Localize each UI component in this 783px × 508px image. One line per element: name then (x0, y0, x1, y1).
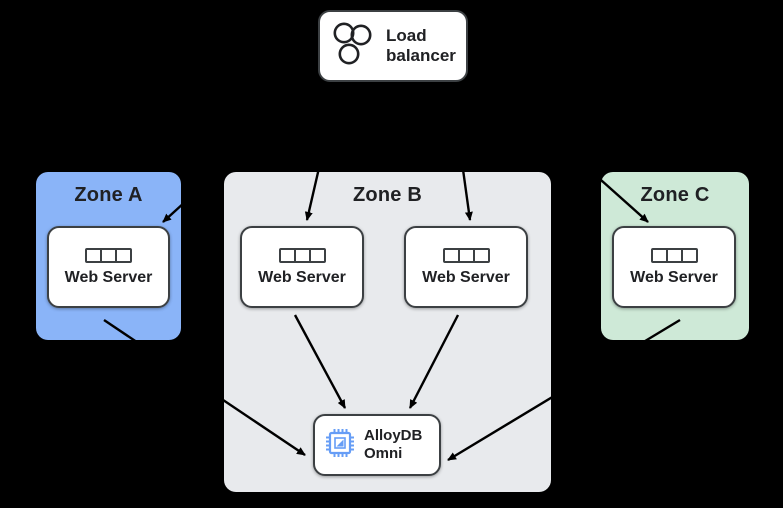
web-server-label: Web Server (64, 268, 153, 286)
alloydb-label-line1: AlloyDB (364, 427, 423, 444)
web-server-node-zone-c[interactable]: Web Server (612, 226, 736, 308)
web-server-icon (442, 247, 490, 263)
web-server-node-zone-a[interactable]: Web Server (47, 226, 170, 308)
web-server-icon (650, 247, 698, 263)
alloydb-label-line2: Omni (364, 445, 403, 462)
zone-b-label: Zone B (353, 184, 422, 206)
web-server-label: Web Server (630, 268, 718, 286)
web-server-label: Web Server (258, 268, 346, 286)
web-server-node-zone-b-1[interactable]: Web Server (240, 226, 364, 308)
load-balancer-node[interactable]: Load balancer (318, 10, 468, 82)
web-server-icon (278, 247, 326, 263)
web-server-label: Web Server (422, 268, 510, 286)
alloydb-omni-node[interactable]: AlloyDB Omni (313, 414, 441, 476)
web-server-icon (85, 247, 132, 263)
load-balancer-label-line2: balancer (386, 46, 456, 65)
web-server-node-zone-b-2[interactable]: Web Server (404, 226, 528, 308)
load-balancer-label-line1: Load (386, 25, 427, 45)
load-balancer-icon (332, 22, 374, 71)
zone-a-label: Zone A (74, 184, 143, 206)
chip-processor-icon (325, 428, 355, 463)
zone-c-label: Zone C (640, 184, 710, 206)
